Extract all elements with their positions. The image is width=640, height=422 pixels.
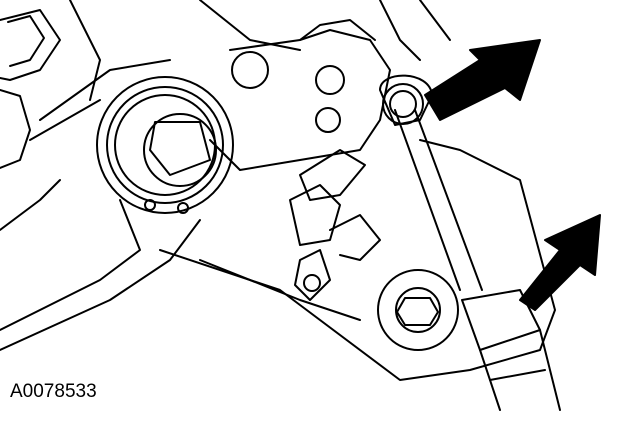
engine-block-outline (0, 0, 451, 231)
mounting-plate (159, 139, 556, 381)
tensioner-bracket (209, 19, 391, 171)
pulley (96, 76, 234, 214)
figure-id-label: A0078533 (10, 381, 97, 402)
arrow-icon (424, 39, 541, 121)
arrow-icon (519, 214, 601, 311)
drive-belt (0, 59, 201, 351)
lower-bolt (377, 269, 459, 351)
sensor-connector (289, 149, 381, 301)
wrench (379, 74, 561, 411)
